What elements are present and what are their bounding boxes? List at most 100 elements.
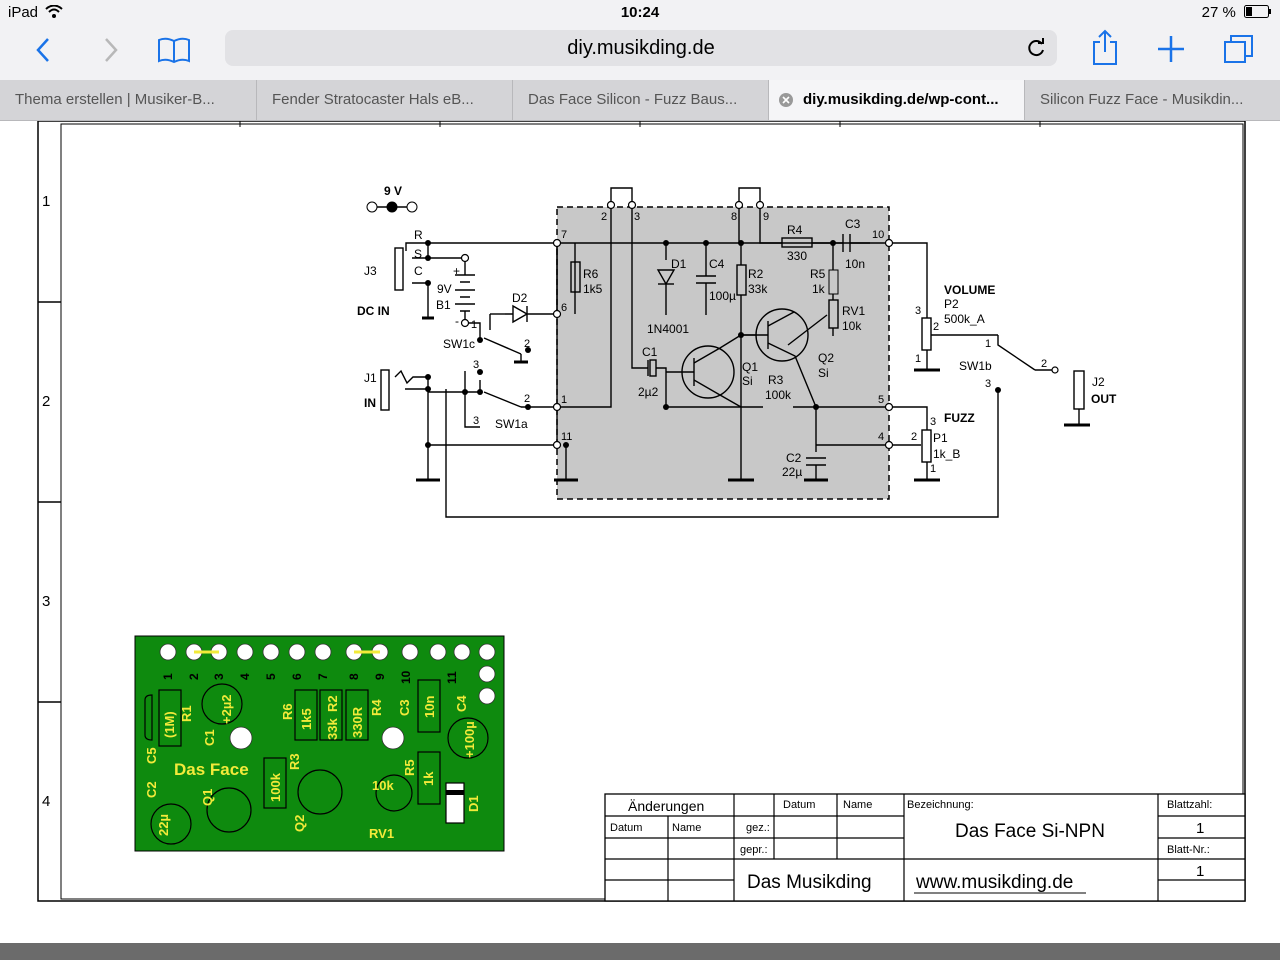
bezeichnung-label: Bezeichnung: [907,799,974,811]
pin-numbers: 2 3 8 9 7 6 1 11 10 5 4 [561,211,884,443]
name-header: Name [843,799,872,811]
svg-text:2: 2 [601,211,607,223]
svg-text:33k: 33k [325,718,340,740]
svg-text:C5: C5 [144,747,159,764]
label-c1-value: 2µ2 [638,385,659,399]
pcb-module-area [556,206,890,500]
svg-text:100k: 100k [268,772,283,802]
label-q1: Q1 [742,360,758,374]
name-label: Name [672,822,701,834]
tab-silicon-fuzz-face[interactable]: Silicon Fuzz Face - Musikdin... [1040,91,1244,108]
gepr-label: gepr.: [740,844,768,856]
label-r4: R4 [787,223,803,237]
tab-musiker-board[interactable]: Thema erstellen | Musiker-B... [0,80,257,120]
pcb-labels: R1 (1M) +2µ2 C1 C5 R6 1k5 33k R2 330R R4… [144,694,481,841]
svg-text:2: 2 [1041,358,1047,370]
wifi-icon [45,4,63,18]
browser-toolbar: diy.musikding.de [0,26,1280,80]
svg-text:5: 5 [878,394,884,406]
tab-musikding-wp-content[interactable]: diy.musikding.de/wp-cont... [769,80,1025,120]
tab-das-face-silicon[interactable]: Das Face Silicon - Fuzz Baus... [513,80,769,120]
label-q2-value: Si [818,366,829,380]
tab-fender-stratocaster[interactable]: Fender Stratocaster Hals eB... [257,80,513,120]
tabs-button[interactable] [1222,32,1256,66]
svg-text:D1: D1 [466,795,481,812]
active-tab-label: diy.musikding.de/wp-cont... [803,91,999,108]
label-c: C [414,264,423,278]
label-r: R [414,228,423,242]
new-tab-button[interactable] [1156,34,1186,64]
close-tab-icon[interactable] [779,93,793,107]
address-bar[interactable]: diy.musikding.de [225,30,1057,66]
label-rv1-value: 10k [842,319,862,333]
label-r3: R3 [768,373,784,387]
bookmarks-button[interactable] [156,36,192,64]
chevron-right-icon [105,38,118,62]
svg-text:R6: R6 [280,703,295,720]
label-c4: C4 [709,257,725,271]
frame-row-4: 4 [42,793,50,810]
svg-text:4: 4 [878,431,884,443]
status-right: 27 % [1202,4,1272,21]
svg-text:1: 1 [985,338,991,350]
url-text: diy.musikding.de [567,37,715,59]
share-button[interactable] [1091,28,1119,66]
svg-text:11: 11 [561,431,572,443]
switch-pin-numbers: 123 23 123 321 321 [471,305,1047,475]
svg-text:7: 7 [561,229,567,241]
svg-text:3: 3 [985,378,991,390]
frame-row-3: 3 [42,593,50,610]
svg-text:6: 6 [290,673,304,680]
bezeichnung-value: Das Face Si-NPN [955,821,1105,842]
label-j1: J1 [364,371,377,385]
back-button[interactable] [32,36,54,64]
svg-text:Q1: Q1 [200,789,215,806]
device-name: iPad [8,4,39,21]
svg-text:2: 2 [524,338,530,350]
label-p1: P1 [933,431,948,445]
label-r6: R6 [583,267,599,281]
label-r4-value: 330 [787,249,807,263]
label-b1: B1 [436,298,451,312]
schematic-sheet: 1 2 3 4 [0,120,1280,943]
reload-icon[interactable] [1025,37,1047,59]
pcb-board [134,635,505,852]
label-s: S [414,247,422,261]
label-sw1a: SW1a [495,417,528,431]
label-d1: D1 [671,257,687,271]
label-plus: + [453,264,460,278]
svg-text:10k: 10k [372,778,394,793]
blattzahl-label: Blattzahl: [1167,799,1212,811]
label-r2-value: 33k [748,282,768,296]
forward-button[interactable] [100,36,122,64]
book-icon [158,37,190,64]
svg-text:R5: R5 [402,759,417,776]
svg-text:1: 1 [561,394,567,406]
svg-text:+100µ: +100µ [462,721,477,758]
document-viewport[interactable]: 1 2 3 4 [0,120,1280,943]
blattzahl-value: 1 [1196,820,1204,837]
bottom-strip [0,943,1280,960]
c1-capacitor [647,359,657,377]
svg-text:2: 2 [187,673,201,680]
pcb-pad-numbers: 1 2 3 4 5 6 7 8 9 10 11 [161,670,459,684]
label-j3: J3 [364,264,377,278]
svg-text:4: 4 [238,673,252,680]
svg-text:3: 3 [915,305,921,317]
blattnr-value: 1 [1196,863,1204,880]
svg-text:1: 1 [930,463,936,475]
svg-text:10: 10 [872,229,884,241]
svg-text:2: 2 [524,393,530,405]
frame-row-2: 2 [42,393,50,410]
svg-text:9: 9 [763,211,769,223]
svg-text:Q2: Q2 [292,815,307,832]
company-url: www.musikding.de [915,872,1073,893]
svg-text:10: 10 [399,670,413,684]
svg-text:3: 3 [212,673,226,680]
battery-icon [1244,5,1271,18]
share-icon [1093,29,1117,65]
svg-text:6: 6 [561,302,567,314]
svg-text:22µ: 22µ [156,814,171,836]
label-c4-value: 100µ [709,289,736,303]
label-r5: R5 [810,267,826,281]
